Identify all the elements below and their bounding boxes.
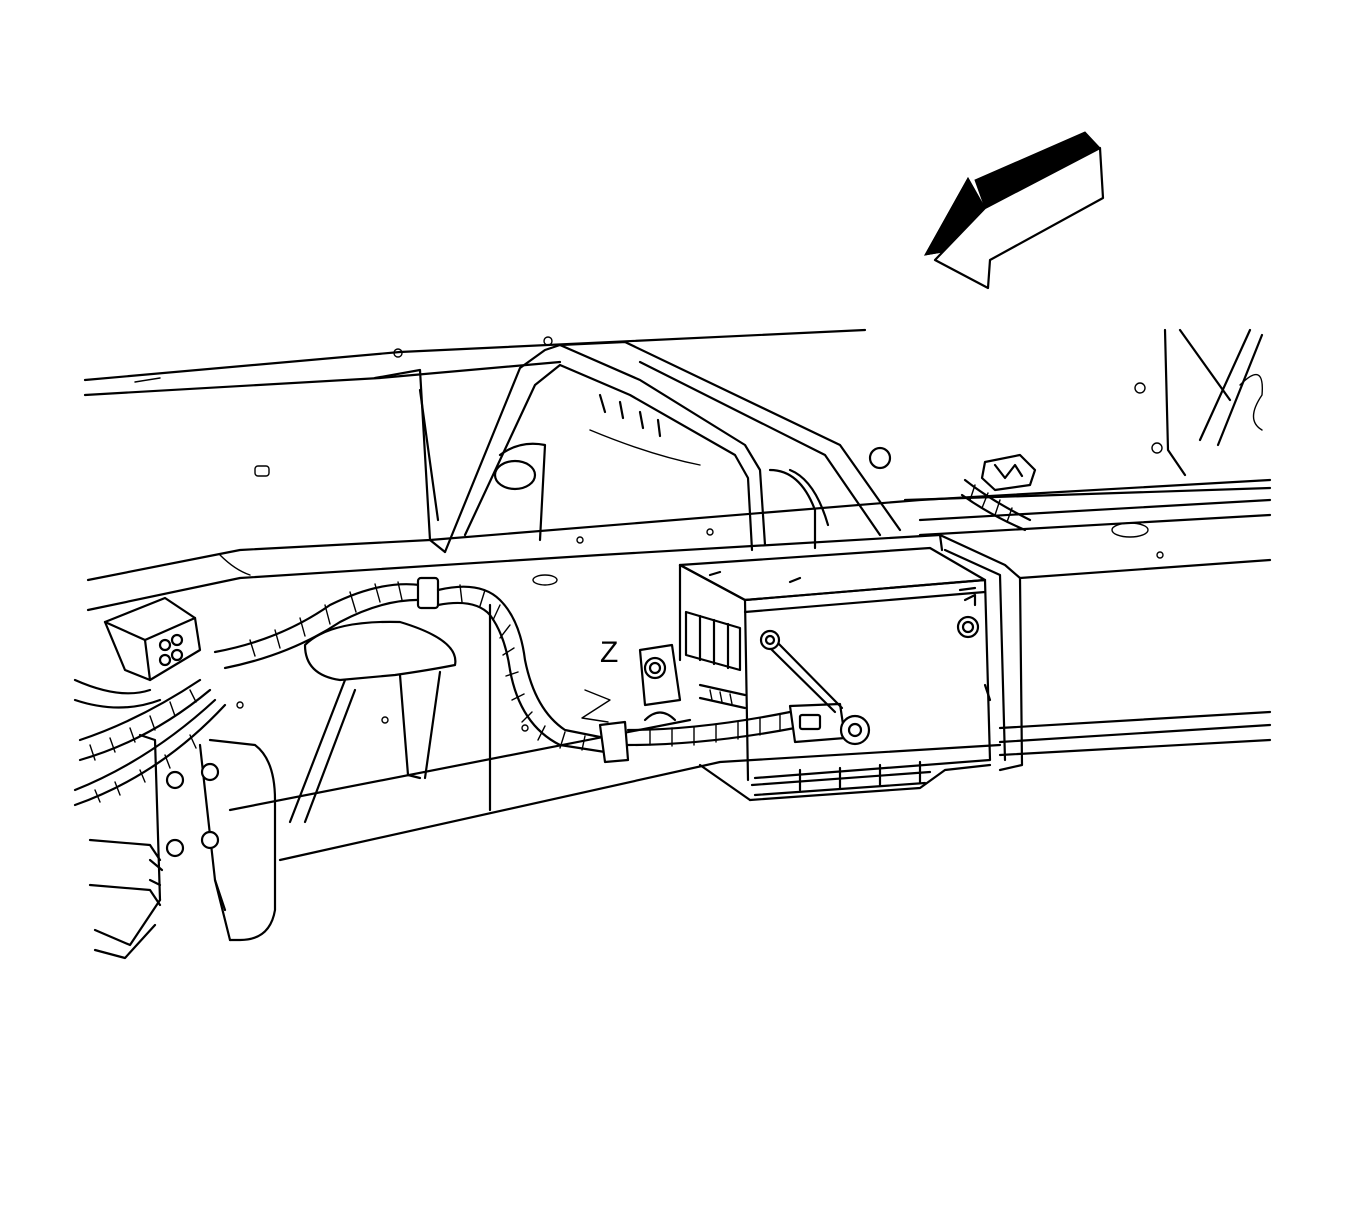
- main-frame-rail: [86, 465, 1272, 862]
- support-bracket: [288, 620, 457, 824]
- wiring-harness-right: [960, 453, 1037, 532]
- wiring-bundle-left: [73, 678, 227, 807]
- upper-frame-rail: [83, 328, 1264, 477]
- battery-box: [638, 546, 992, 802]
- battery-tray: [938, 533, 1024, 772]
- wiring-harness: [213, 576, 871, 764]
- callout: Z: [581, 636, 618, 723]
- callout-label: Z: [600, 636, 618, 669]
- direction-arrow-icon: [924, 131, 1105, 290]
- crossmember: [373, 340, 902, 554]
- connector-block: [103, 596, 202, 682]
- left-hanger: [88, 733, 277, 960]
